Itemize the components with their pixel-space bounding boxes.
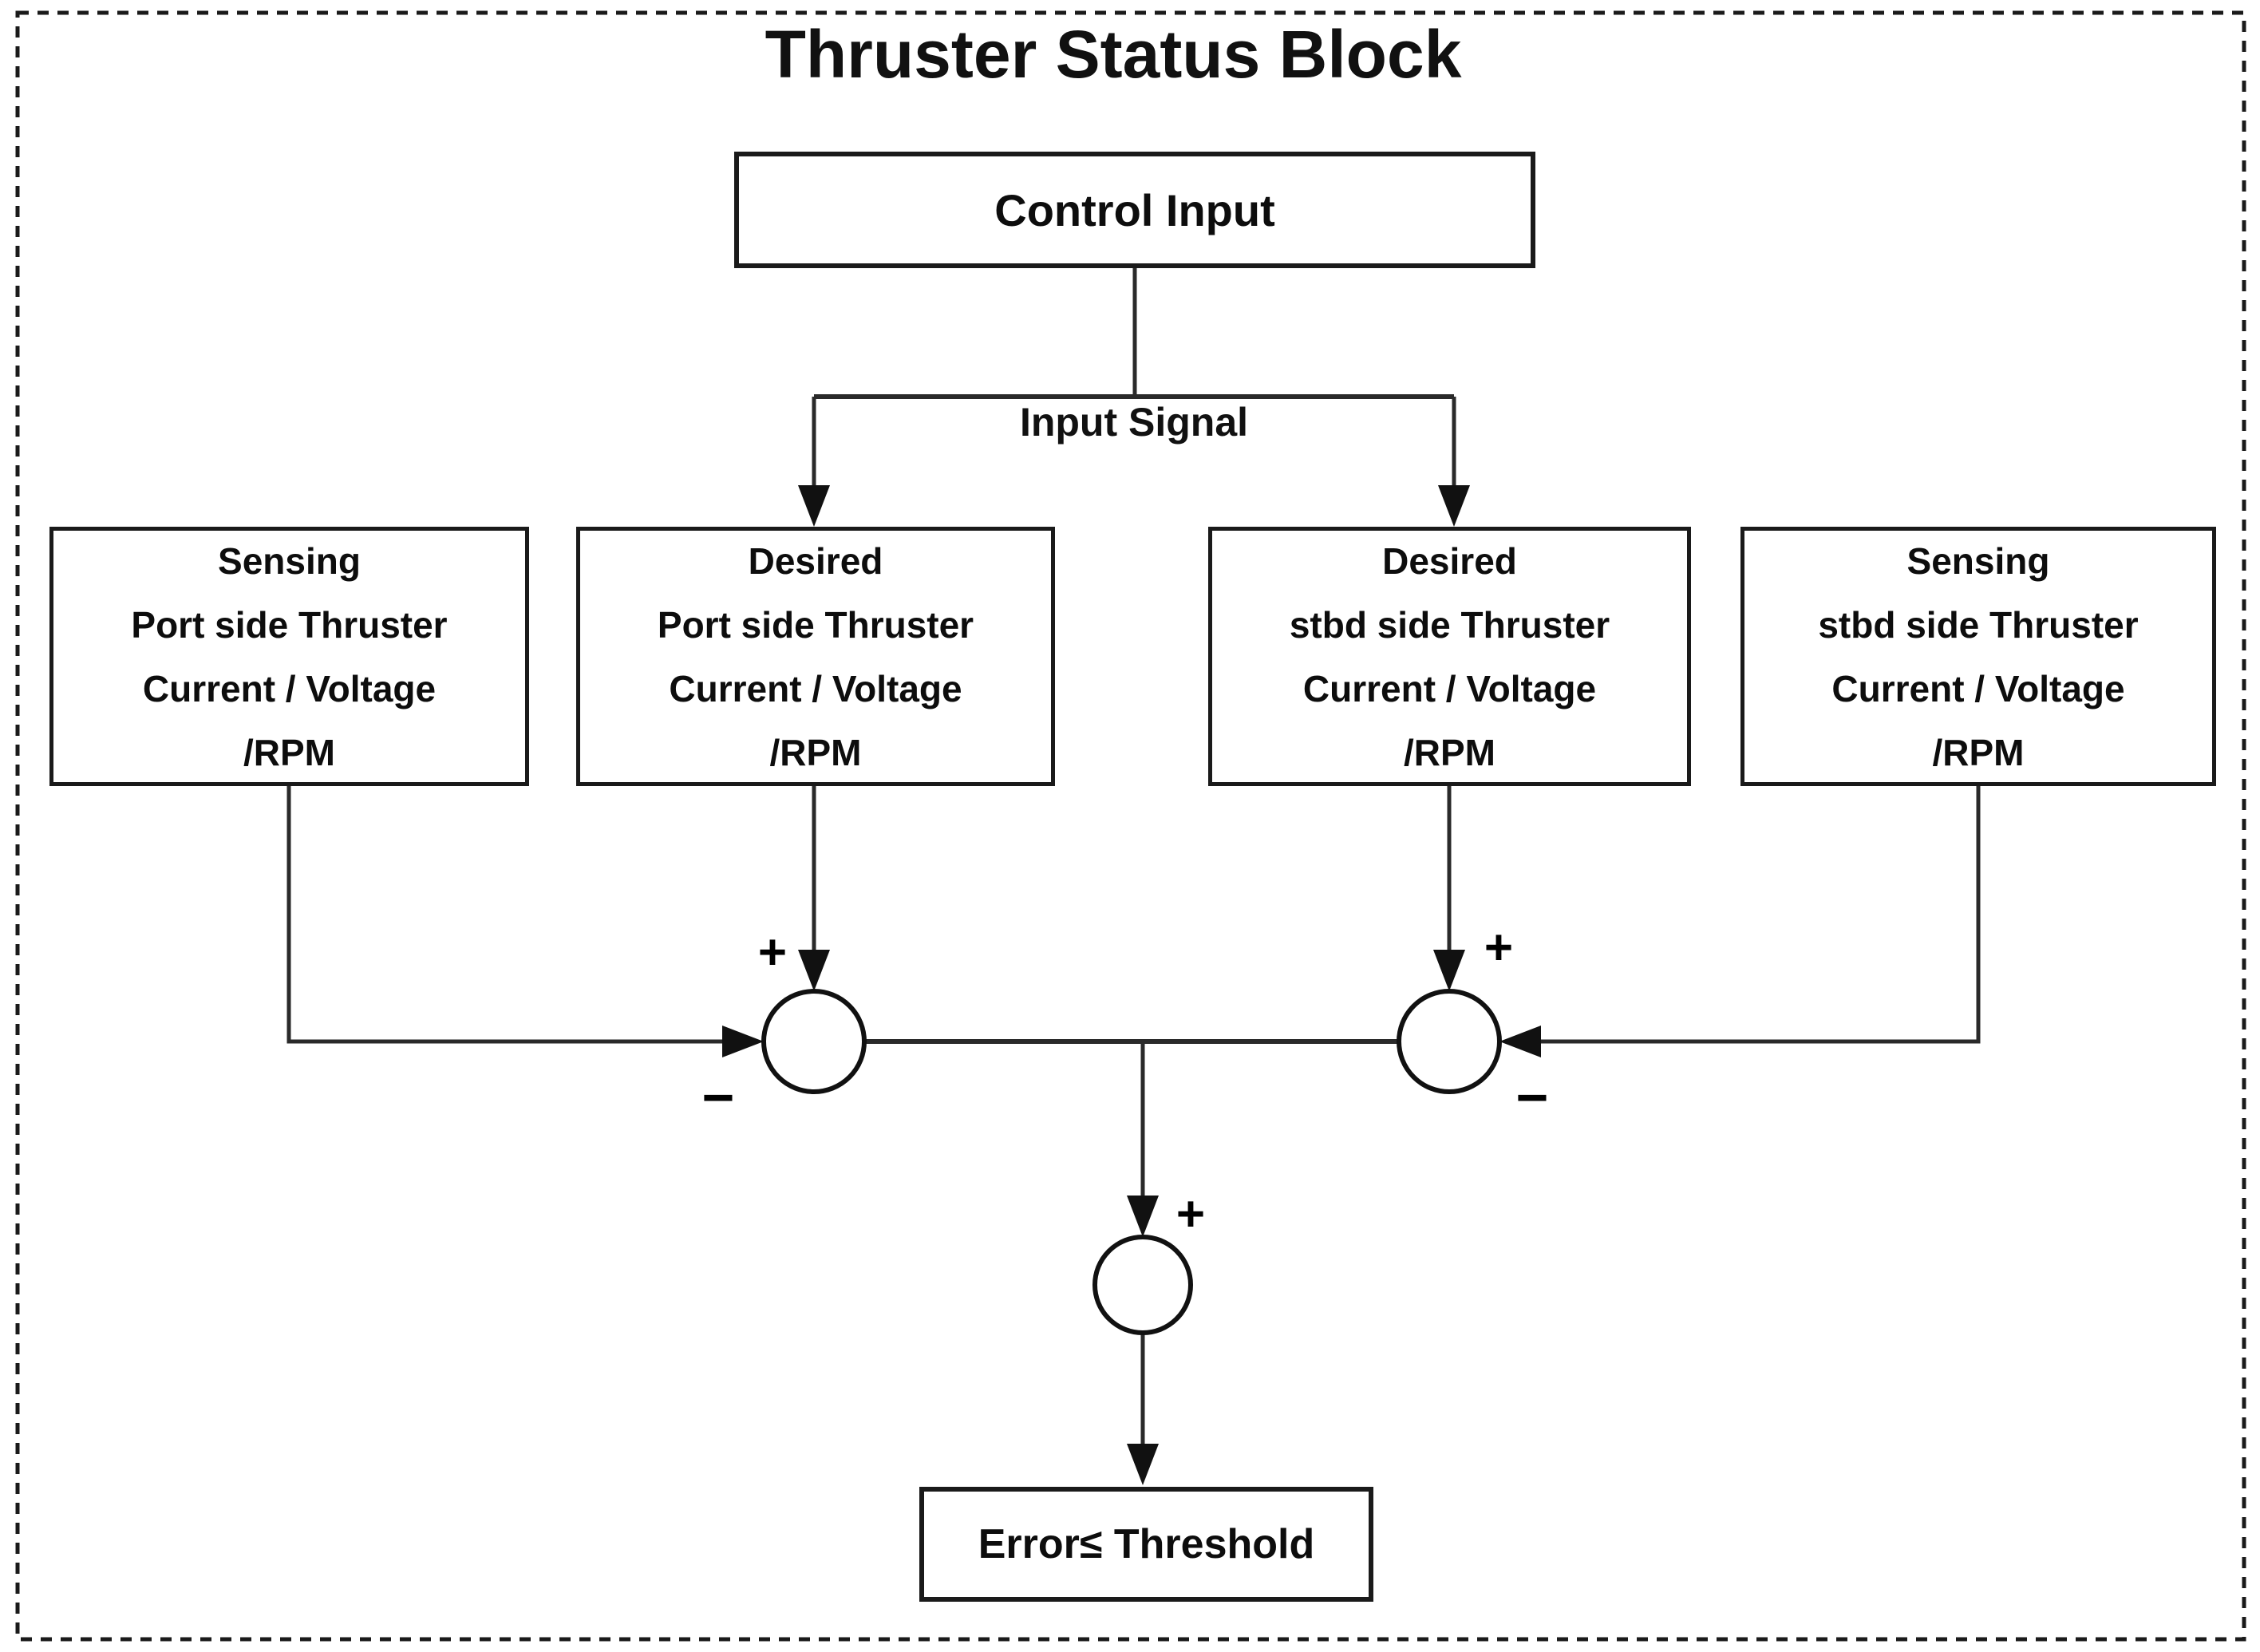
arrow-into-port-junction-left	[722, 1026, 764, 1057]
arrow-into-port-junction-top	[798, 950, 830, 991]
box-line: /RPM	[1404, 731, 1495, 773]
box-line: stbd side Thruster	[1289, 603, 1610, 646]
box-line: Desired	[1382, 539, 1517, 582]
diagram-title: Thruster Status Block	[765, 17, 1462, 92]
dashed-border	[15, 10, 2246, 1642]
box-line: Current / Voltage	[669, 667, 962, 709]
box-line: /RPM	[1932, 731, 2025, 773]
box-line: Desired	[748, 539, 883, 582]
sensing-port-feedback-line	[286, 786, 724, 1044]
box-line: /RPM	[243, 731, 335, 773]
sensing-stbd-feedback-line	[1539, 786, 1981, 1044]
arrow-into-error-box	[1127, 1444, 1159, 1485]
box-line: Current / Voltage	[1302, 667, 1597, 709]
plus-sign-stbd-junction: +	[1484, 920, 1514, 975]
error-threshold-box: Error≤ Threshold	[919, 1487, 1373, 1602]
arrow-into-desired-stbd-box	[1438, 485, 1470, 527]
box-line: Sensing	[218, 539, 361, 582]
process-box-desired-stbd: Desired stbd side Thruster Current / Vol…	[1208, 527, 1691, 786]
box-line: Sensing	[1906, 539, 2050, 582]
arrow-into-stbd-junction-right	[1499, 1026, 1541, 1057]
box-line: /RPM	[769, 731, 862, 773]
stbd-summing-junction-circle	[1397, 989, 1502, 1094]
process-box-sensing-port: Sensing Port side Thruster Current / Vol…	[49, 527, 529, 786]
combined-summing-junction-circle	[1092, 1235, 1193, 1335]
arrow-into-combined-junction-top	[1127, 1196, 1159, 1237]
minus-sign-stbd-junction: −	[1515, 1066, 1549, 1128]
plus-sign-port-junction: +	[757, 925, 788, 980]
arrow-into-stbd-junction-top	[1433, 950, 1465, 991]
input-signal-label: Input Signal	[1019, 400, 1249, 445]
box-line: Port side Thruster	[131, 603, 448, 646]
process-box-desired-port: Desired Port side Thruster Current / Vol…	[576, 527, 1055, 786]
plus-sign-combined-junction: +	[1175, 1187, 1206, 1242]
box-line: Current / Voltage	[1831, 667, 2125, 709]
port-summing-junction-circle	[761, 989, 867, 1094]
arrow-into-desired-port-box	[798, 485, 830, 527]
box-line: Current / Voltage	[142, 667, 437, 709]
control-input-label: Control Input	[994, 184, 1275, 235]
error-threshold-label: Error≤ Threshold	[978, 1521, 1315, 1567]
box-line: stbd side Thruster	[1818, 603, 2139, 646]
control-input-box: Control Input	[734, 152, 1535, 268]
box-line: Port side Thruster	[657, 603, 974, 646]
process-box-sensing-stbd: Sensing stbd side Thruster Current / Vol…	[1740, 527, 2216, 786]
minus-sign-port-junction: −	[701, 1066, 735, 1128]
